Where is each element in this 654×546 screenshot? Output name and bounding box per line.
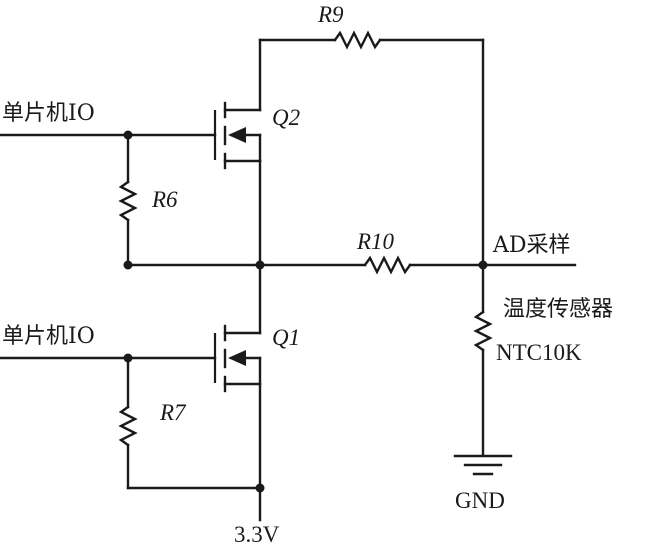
label-r7: R7 bbox=[159, 400, 187, 425]
label-ad: AD采样 bbox=[492, 233, 571, 258]
resistor-r7-path bbox=[118, 353, 265, 493]
resistor-r6-path bbox=[118, 130, 138, 270]
label-q1: Q1 bbox=[272, 325, 300, 350]
junction-supply bbox=[255, 483, 265, 493]
resistor-ntc bbox=[473, 310, 493, 352]
label-ntc: NTC10K bbox=[496, 340, 582, 365]
label-gnd: GND bbox=[455, 488, 505, 513]
q2-arrow bbox=[228, 127, 246, 143]
resistor-r9-path bbox=[258, 30, 485, 267]
label-input-bottom: 单片机IO bbox=[2, 324, 95, 349]
ntc-sensor-path bbox=[453, 263, 513, 476]
label-supply: 3.3V bbox=[234, 522, 280, 546]
label-sensor: 温度传感器 bbox=[503, 297, 613, 322]
label-r10: R10 bbox=[356, 229, 395, 254]
label-r9: R9 bbox=[317, 2, 344, 27]
resistor-r9 bbox=[333, 30, 382, 50]
q1-arrow bbox=[228, 350, 246, 366]
mosfet-q1 bbox=[0, 263, 262, 522]
resistor-r6 bbox=[118, 180, 138, 222]
resistor-r10 bbox=[363, 255, 412, 275]
mosfet-q2 bbox=[0, 101, 262, 170]
label-r6: R6 bbox=[151, 187, 178, 212]
label-input-top: 单片机IO bbox=[2, 101, 95, 126]
resistor-r7 bbox=[118, 405, 138, 447]
label-q2: Q2 bbox=[272, 105, 300, 130]
